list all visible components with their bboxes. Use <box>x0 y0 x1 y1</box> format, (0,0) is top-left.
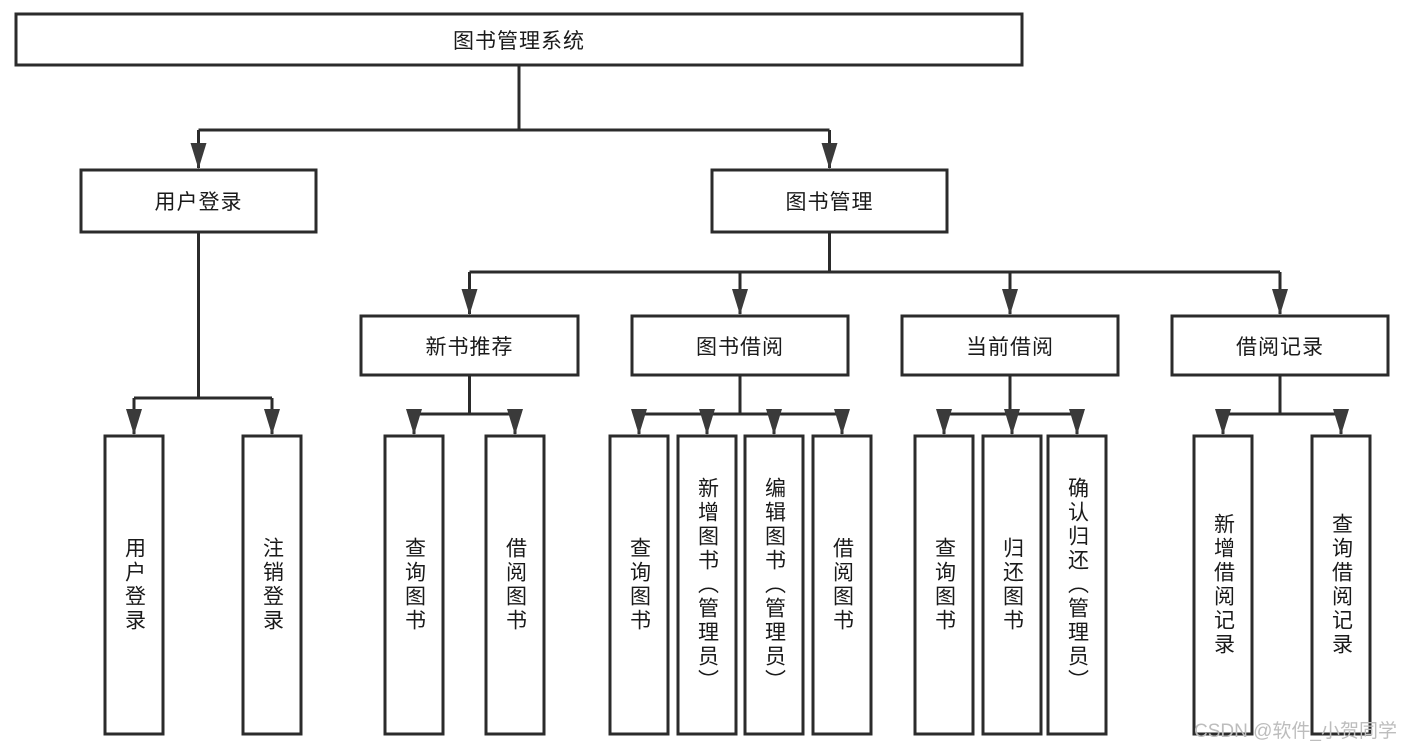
arrow-head-book-mgmt-1 <box>732 289 748 315</box>
node-box-leaf-2 <box>383 434 445 736</box>
arrow-head-l3-2-1 <box>1004 409 1020 435</box>
node-box-leaf-12 <box>1310 434 1372 736</box>
boxes-layer <box>14 12 1390 736</box>
node-box-leaf-6 <box>743 434 805 736</box>
arrow-head-l3-1-0 <box>631 409 647 435</box>
arrow-head-l3-1-3 <box>834 409 850 435</box>
arrow-head-root-1 <box>821 143 838 169</box>
arrow-head-book-mgmt-2 <box>1002 289 1018 315</box>
node-box-leaf-0 <box>103 434 165 736</box>
csdn-watermark: CSDN @软件_小贺同学 <box>1194 721 1397 742</box>
node-box-leaf-11 <box>1192 434 1254 736</box>
node-box-leaf-9 <box>981 434 1043 736</box>
arrow-head-l3-2-2 <box>1069 409 1085 435</box>
node-box-root-0 <box>14 12 1024 67</box>
node-box-leaf-8 <box>913 434 975 736</box>
arrow-head-l3-1-2 <box>766 409 782 435</box>
node-box-l3-0 <box>359 314 580 377</box>
node-box-l2-0 <box>79 168 318 234</box>
node-box-l3-2 <box>900 314 1120 377</box>
arrow-head-l3-2-0 <box>936 409 952 435</box>
arrow-head-l3-3-1 <box>1333 409 1349 435</box>
arrow-head-user-login-1 <box>264 409 280 435</box>
node-box-leaf-10 <box>1046 434 1108 736</box>
node-box-l3-1 <box>630 314 850 377</box>
connectors-layer <box>126 65 1349 435</box>
arrow-head-book-mgmt-0 <box>461 289 478 315</box>
arrow-head-l3-0-0 <box>406 409 422 435</box>
node-box-leaf-4 <box>608 434 670 736</box>
node-box-leaf-1 <box>241 434 303 736</box>
node-box-l3-3 <box>1170 314 1390 377</box>
arrow-head-user-login-0 <box>126 409 142 435</box>
arrow-head-l3-1-1 <box>699 409 715 435</box>
node-box-leaf-3 <box>484 434 546 736</box>
node-box-leaf-5 <box>676 434 738 736</box>
arrow-head-root-0 <box>190 143 207 169</box>
arrow-head-l3-3-0 <box>1215 409 1231 435</box>
arrow-head-book-mgmt-3 <box>1272 289 1288 315</box>
node-box-leaf-7 <box>811 434 873 736</box>
node-box-l2-1 <box>710 168 949 234</box>
arrow-head-l3-0-1 <box>507 409 523 435</box>
